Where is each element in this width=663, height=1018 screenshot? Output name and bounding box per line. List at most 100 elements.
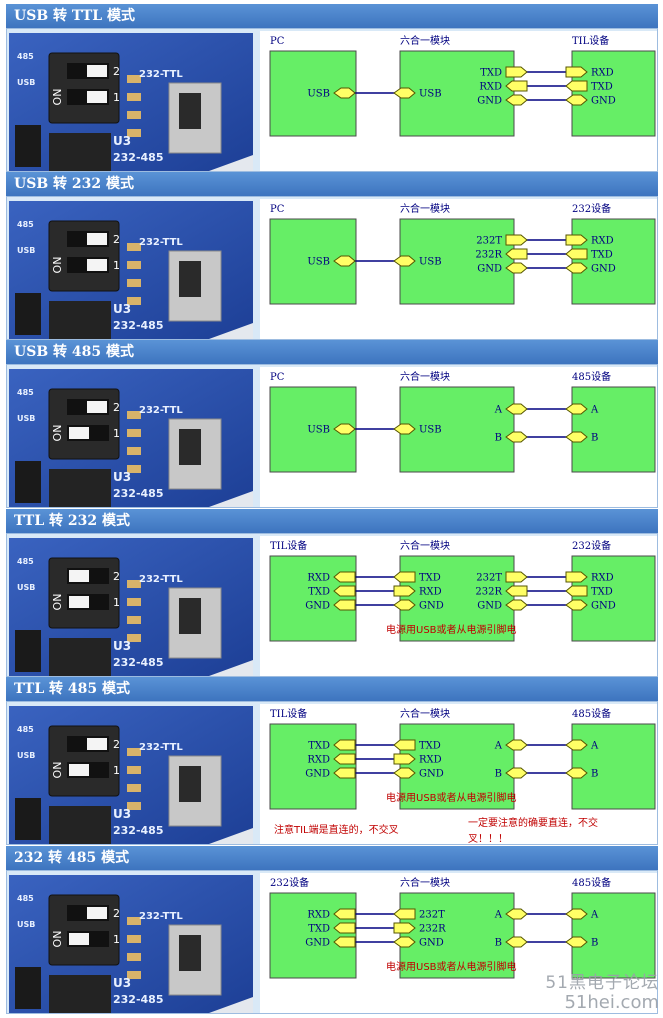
connector-pin-icon <box>333 936 356 948</box>
module-left-pin-label: 232T <box>419 910 445 921</box>
switch-1-label: 1 <box>113 91 120 104</box>
module-left-pin-label: GND <box>419 601 444 612</box>
solder-pad <box>127 447 141 455</box>
solder-pad <box>127 580 141 588</box>
solder-pad <box>127 111 141 119</box>
right-device-box <box>571 386 656 473</box>
module-left-pin-label: RXD <box>419 755 442 766</box>
connector-pin-icon <box>565 571 588 583</box>
module-left-pin-label: GND <box>419 938 444 949</box>
module-right-pin-label: GND <box>477 264 502 275</box>
connector-pin-icon <box>565 585 588 597</box>
silk-u3-label: U3 <box>113 134 131 148</box>
connector-pin-icon <box>393 423 416 435</box>
right-pin-label: B <box>591 938 598 949</box>
connector-pin-icon <box>505 908 528 920</box>
solder-pad <box>127 279 141 287</box>
switch-1-label: 1 <box>113 933 120 946</box>
module-right-pin-label: GND <box>477 96 502 107</box>
left-pin-label: RXD <box>307 573 330 584</box>
switch-lever <box>69 596 89 608</box>
right-device-label: 485设备 <box>572 707 611 720</box>
solder-pad <box>127 953 141 961</box>
connector-pin-icon <box>333 599 356 611</box>
slide-knob <box>179 93 201 129</box>
silk-u3-label: U3 <box>113 976 131 990</box>
section-title: USB 转 232 模式 <box>6 172 658 196</box>
left-device-box <box>269 723 357 810</box>
switch-lever <box>87 738 107 750</box>
solder-pad <box>127 766 141 774</box>
chip-icon <box>49 469 111 507</box>
right-pin-label: B <box>591 769 598 780</box>
module-left-pin-label: USB <box>419 89 442 100</box>
silk-usb-label: USB <box>17 414 35 423</box>
solder-pad <box>127 75 141 83</box>
module-box <box>399 892 515 979</box>
silk-232-485-label: 232-485 <box>113 151 164 164</box>
connector-pin-icon <box>333 585 356 597</box>
right-device-label: 485设备 <box>572 876 611 889</box>
silk-u3-label: U3 <box>113 807 131 821</box>
silk-usb-label: USB <box>17 78 35 87</box>
left-pin-label: GND <box>305 601 330 612</box>
connector-pin-icon <box>565 94 588 106</box>
module-left-pin-label: TXD <box>419 741 441 752</box>
right-pin-label: GND <box>591 264 616 275</box>
module-left-pin-label: 232R <box>419 924 446 935</box>
wiring-note: 注意TIL端是直连的，不交叉 <box>274 823 399 836</box>
silk-232-485-label: 232-485 <box>113 993 164 1006</box>
connector-pin-icon <box>565 403 588 415</box>
right-pin-label: RXD <box>591 68 614 79</box>
connector-pin-icon <box>565 66 588 78</box>
right-device-label: 232设备 <box>572 539 611 552</box>
right-pin-label: TXD <box>591 587 613 598</box>
left-device-box <box>269 555 357 642</box>
chip-icon <box>15 461 41 503</box>
right-device-label: 485设备 <box>572 370 611 383</box>
switch-lever <box>69 427 89 439</box>
module-left-pin-label: GND <box>419 769 444 780</box>
module-box <box>399 555 515 642</box>
switch-lever <box>87 91 107 103</box>
chip-icon <box>15 293 41 335</box>
slide-knob <box>179 935 201 971</box>
switch-1-label: 1 <box>113 259 120 272</box>
connector-pin-icon <box>565 234 588 246</box>
connector-pin-icon <box>393 922 416 934</box>
solder-pad <box>127 243 141 251</box>
on-label: ON <box>51 89 64 106</box>
connector-pin-icon <box>505 94 528 106</box>
right-pin-label: RXD <box>591 573 614 584</box>
section-title: TTL 转 485 模式 <box>6 677 658 701</box>
module-right-pin-label: A <box>494 741 503 752</box>
left-pin-label: USB <box>307 257 330 268</box>
switch-2-label: 2 <box>113 738 120 751</box>
solder-pad <box>127 935 141 943</box>
switch-lever <box>69 570 89 582</box>
silk-usb-label: USB <box>17 583 35 592</box>
module-right-pin-label: GND <box>477 601 502 612</box>
connector-pin-icon <box>505 936 528 948</box>
connector-pin-icon <box>505 571 528 583</box>
module-right-pin-label: 232T <box>476 236 502 247</box>
slide-knob <box>179 429 201 465</box>
connector-pin-icon <box>565 80 588 92</box>
left-device-box <box>269 892 357 979</box>
connector-pin-icon <box>505 585 528 597</box>
module-right-pin-label: 232R <box>475 250 502 261</box>
module-box <box>399 723 515 810</box>
